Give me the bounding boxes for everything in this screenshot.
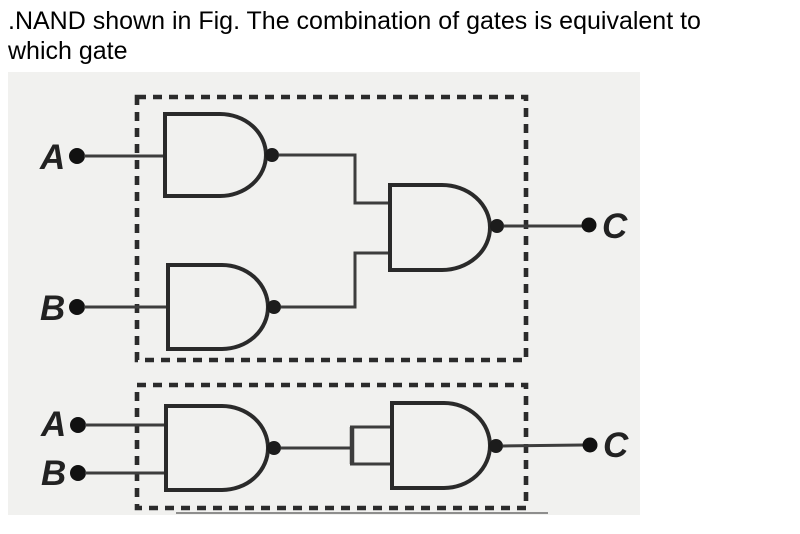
top-circuit-dashed-border xyxy=(134,94,529,363)
bottom-output-c-terminal-dot xyxy=(582,437,598,453)
nand-gate-3 xyxy=(388,183,492,272)
bottom-input-a-terminal-dot xyxy=(70,417,86,433)
nand-gate-5-bubble xyxy=(489,439,503,453)
wire-gate1-to-gate3 xyxy=(278,153,390,205)
nand-gate-1 xyxy=(163,112,268,198)
wire-gate2-to-gate3 xyxy=(280,251,390,309)
top-input-b-terminal-dot xyxy=(69,299,85,315)
bottom-input-b-label: B xyxy=(41,454,66,493)
top-input-a-terminal-dot xyxy=(69,148,85,164)
figure-panel xyxy=(8,72,640,515)
top-input-b-label: B xyxy=(40,289,65,328)
bottom-circuit: A B C xyxy=(40,382,629,514)
question-text: .NAND shown in Fig. The combination of g… xyxy=(8,6,788,66)
bottom-output-c-wire xyxy=(502,443,584,448)
question-line-2: which gate xyxy=(8,37,128,65)
top-output-c-label: C xyxy=(602,207,628,246)
bottom-input-b-terminal-dot xyxy=(70,465,86,481)
top-input-a-label: A xyxy=(39,138,65,177)
wire-gate4-to-gate5-fork xyxy=(280,425,392,466)
nand-gate-4-bubble xyxy=(267,441,281,455)
question-line-1: .NAND shown in Fig. The combination of g… xyxy=(8,7,701,35)
nand-gate-5 xyxy=(390,401,492,490)
top-output-c-terminal-dot xyxy=(581,217,597,233)
top-circuit: A B C xyxy=(39,94,628,363)
nand-gate-3-bubble xyxy=(490,219,504,233)
nand-gate-4 xyxy=(164,404,270,492)
nand-gate-2 xyxy=(166,263,270,351)
bottom-input-a-label: A xyxy=(40,405,66,444)
bottom-output-c-label: C xyxy=(603,426,629,465)
nand-gate-1-bubble xyxy=(265,148,279,162)
nand-gate-2-bubble xyxy=(267,300,281,314)
